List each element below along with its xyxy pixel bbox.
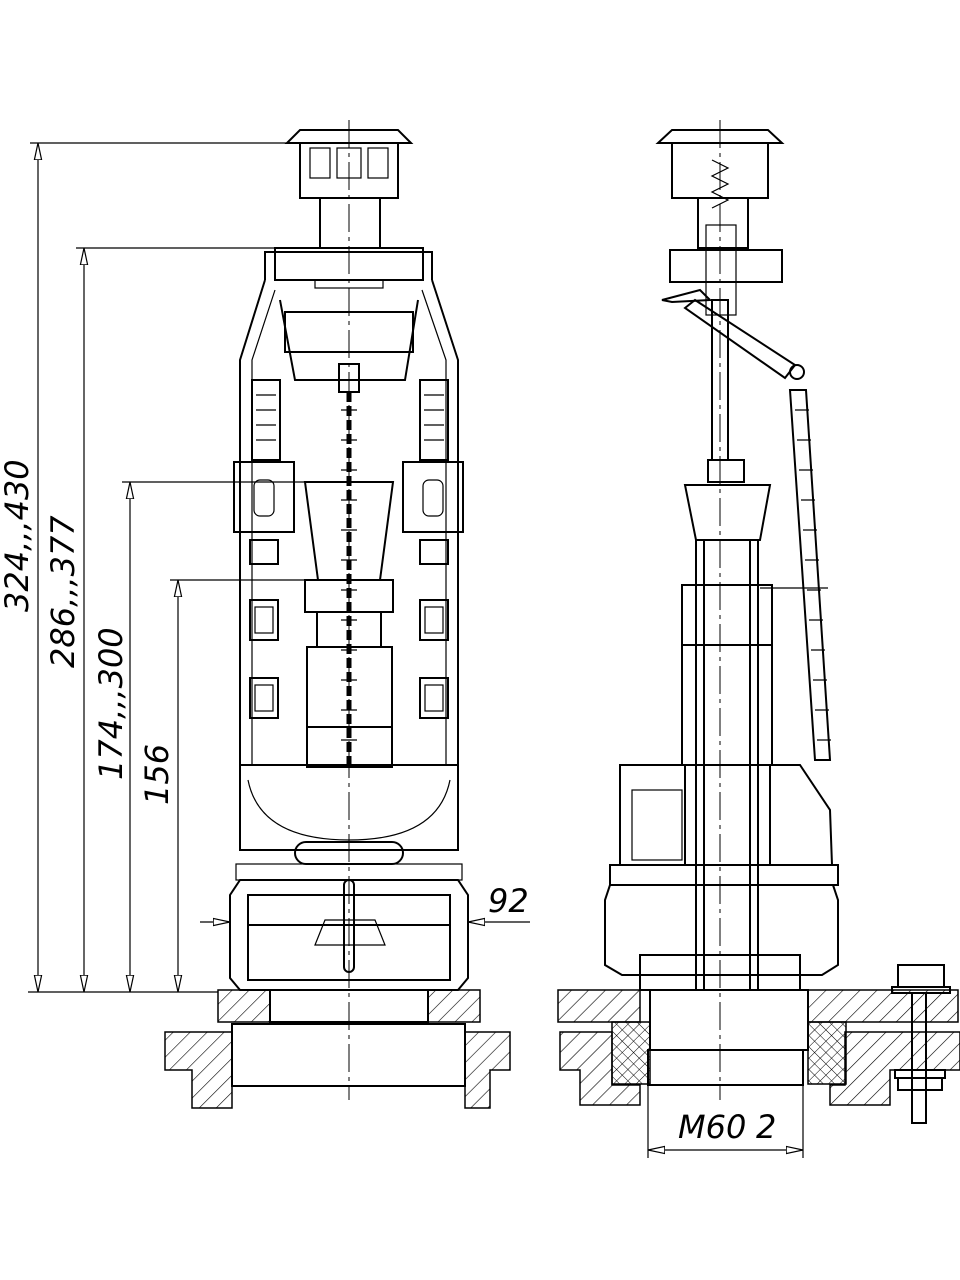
base-section [604, 764, 839, 991]
dim-thread-suffix: 2 [756, 1108, 776, 1146]
overflow-tube-section [681, 299, 773, 991]
dim-total-height: 324,,,430 [0, 459, 36, 612]
dim-frame-height: 286,,,377 [44, 515, 82, 668]
dim-base-width: 92 [488, 882, 529, 920]
mounting-bolt [891, 964, 951, 1124]
dim-overflow-height: 174,,,300 [92, 627, 130, 780]
push-button-section [655, 129, 785, 316]
tank-bottom-section [164, 989, 511, 1109]
frame [233, 247, 464, 765]
front-view [28, 120, 530, 1109]
chain [338, 363, 360, 770]
dim-float-height: 156 [138, 744, 176, 805]
dim-thread: M60 [678, 1108, 746, 1146]
side-section-view [557, 120, 960, 1158]
dimension-lines-side [647, 1085, 804, 1158]
dimension-lines-front [28, 142, 530, 993]
tank-bottom-section-side [557, 989, 960, 1106]
push-button [284, 129, 414, 249]
lever-arm [661, 288, 832, 761]
